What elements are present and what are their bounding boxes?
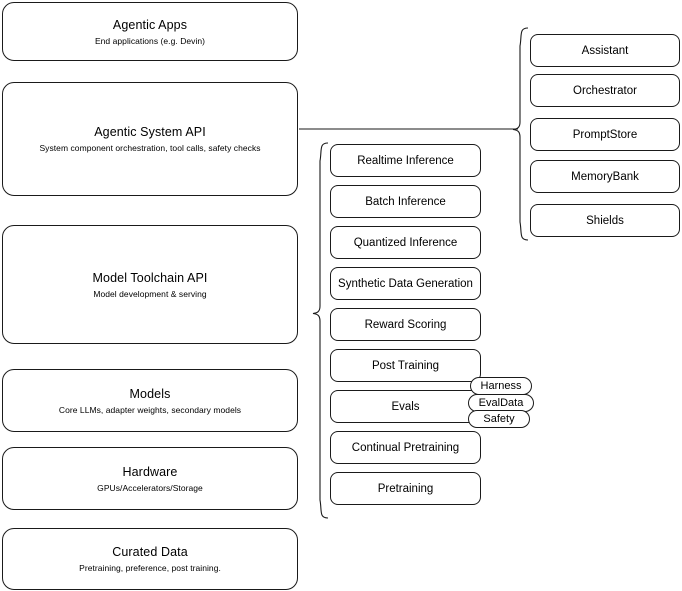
capability-label: Synthetic Data Generation <box>338 277 473 290</box>
capability-label: Realtime Inference <box>357 154 454 167</box>
layer-subtitle: Model development & serving <box>93 288 207 299</box>
capability-label: Batch Inference <box>365 195 446 208</box>
layer-subtitle: System component orchestration, tool cal… <box>39 143 261 153</box>
capability-label: Post Training <box>371 359 440 372</box>
component-orchestrator[interactable]: Orchestrator <box>530 74 680 107</box>
toolchain-capabilities-brace <box>312 142 329 519</box>
layer-hardware[interactable]: Hardware GPUs/Accelerators/Storage <box>2 447 298 510</box>
capability-continual-pretraining[interactable]: Continual Pretraining <box>330 431 481 464</box>
component-label: MemoryBank <box>571 170 639 183</box>
eval-pill-harness[interactable]: Harness <box>470 377 532 395</box>
layer-title: Models <box>129 386 171 401</box>
system-components-brace <box>512 27 529 241</box>
capability-label: Pretraining <box>377 482 434 495</box>
capability-post-training[interactable]: Post Training <box>330 349 481 382</box>
layer-subtitle: End applications (e.g. Devin) <box>94 35 206 46</box>
capability-batch-inference[interactable]: Batch Inference <box>330 185 481 218</box>
layer-subtitle: Core LLMs, adapter weights, secondary mo… <box>58 404 242 415</box>
capability-evals[interactable]: Evals <box>330 390 481 423</box>
component-assistant[interactable]: Assistant <box>530 34 680 67</box>
capability-label: Continual Pretraining <box>351 441 460 454</box>
layer-agentic-system-api[interactable]: Agentic System API System component orch… <box>2 82 298 196</box>
layer-agentic-apps[interactable]: Agentic Apps End applications (e.g. Devi… <box>2 2 298 61</box>
capability-synthetic-data-generation[interactable]: Synthetic Data Generation <box>330 267 481 300</box>
eval-pill-label: EvalData <box>478 397 524 409</box>
layer-title: Curated Data <box>112 545 188 559</box>
layer-curated-data[interactable]: Curated Data Pretraining, preference, po… <box>2 528 298 590</box>
component-shields[interactable]: Shields <box>530 204 680 237</box>
capability-quantized-inference[interactable]: Quantized Inference <box>330 226 481 259</box>
capability-pretraining[interactable]: Pretraining <box>330 472 481 505</box>
component-label: Orchestrator <box>573 84 637 97</box>
capability-realtime-inference[interactable]: Realtime Inference <box>330 144 481 177</box>
capability-label: Quantized Inference <box>353 236 458 249</box>
eval-pill-safety[interactable]: Safety <box>468 410 530 428</box>
component-label: Shields <box>586 214 624 227</box>
component-promptstore[interactable]: PromptStore <box>530 118 680 151</box>
eval-pill-label: Safety <box>483 413 515 425</box>
component-memorybank[interactable]: MemoryBank <box>530 160 680 193</box>
layer-title: Agentic System API <box>94 125 206 139</box>
layer-subtitle: Pretraining, preference, post training. <box>79 563 221 573</box>
component-label: Assistant <box>581 44 629 57</box>
layer-model-toolchain-api[interactable]: Model Toolchain API Model development & … <box>2 225 298 344</box>
eval-pill-label: Harness <box>480 380 522 392</box>
component-label: PromptStore <box>572 128 638 141</box>
layer-subtitle: GPUs/Accelerators/Storage <box>97 482 203 493</box>
capability-label: Reward Scoring <box>364 318 447 331</box>
capability-label: Evals <box>391 400 420 413</box>
layer-title: Model Toolchain API <box>92 270 208 285</box>
capability-reward-scoring[interactable]: Reward Scoring <box>330 308 481 341</box>
layer-models[interactable]: Models Core LLMs, adapter weights, secon… <box>2 369 298 432</box>
layer-title: Agentic Apps <box>112 17 188 32</box>
layer-title: Hardware <box>122 464 178 479</box>
